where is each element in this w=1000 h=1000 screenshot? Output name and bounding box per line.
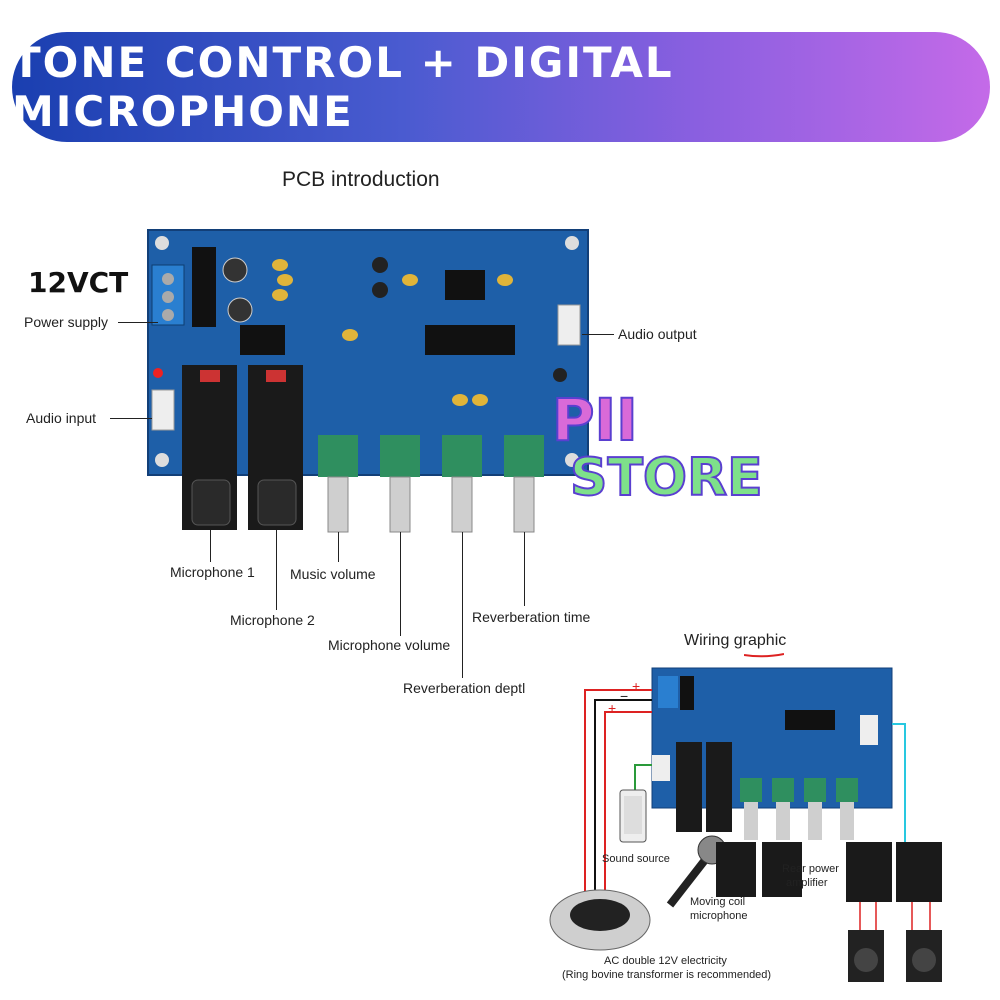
amplifier-label: amplifier	[786, 877, 828, 889]
mic2-label: Microphone 2	[230, 612, 315, 628]
sound-source-label: Sound source	[602, 853, 670, 865]
transformer-note-label: (Ring bovine transformer is recommended)	[562, 969, 772, 981]
microphone-label: microphone	[690, 910, 748, 922]
wiring-title: Wiring graphic	[684, 632, 787, 649]
audio-output-label: Audio output	[618, 326, 697, 342]
music-volume-pointer	[338, 532, 339, 562]
audio-input-pointer	[110, 418, 152, 419]
wiring-diagram-image	[549, 667, 942, 982]
audio-input-label: Audio input	[26, 410, 97, 426]
mic-volume-pointer	[400, 532, 401, 636]
pcb-board-image	[147, 229, 589, 533]
reverb-time-label: Reverberation time	[472, 609, 591, 625]
power-supply-label: Power supply	[24, 314, 109, 330]
mic1-pointer	[210, 530, 211, 562]
store-logo-line1: PII	[551, 385, 639, 455]
reverb-time-pointer	[524, 532, 525, 606]
ac-power-label: AC double 12V electricity	[604, 955, 727, 967]
mic1-label: Microphone 1	[170, 564, 255, 580]
title-banner: Tone Control + Digital Microphone	[12, 32, 990, 142]
mic-volume-label: Microphone volume	[328, 637, 451, 653]
mic2-pointer	[276, 530, 277, 610]
reverb-depth-pointer	[462, 532, 463, 678]
wiring-underline	[744, 653, 784, 658]
music-volume-label: Music volume	[290, 566, 376, 582]
store-logo-line2: STORE	[569, 447, 764, 509]
moving-coil-label: Moving coil	[690, 896, 746, 908]
power-supply-pointer	[118, 322, 158, 323]
reverb-depth-label: Reverberation deptl	[403, 680, 526, 696]
voltage-label: 12VCT	[28, 266, 129, 299]
rear-power-label: Rear power	[782, 863, 839, 875]
audio-output-pointer	[582, 334, 614, 335]
wire-plus-1: +	[632, 678, 641, 694]
banner-title: Tone Control + Digital Microphone	[12, 38, 674, 136]
pcb-title: PCB introduction	[282, 168, 440, 191]
wire-plus-2: +	[608, 700, 617, 716]
wire-minus: −	[620, 688, 629, 704]
